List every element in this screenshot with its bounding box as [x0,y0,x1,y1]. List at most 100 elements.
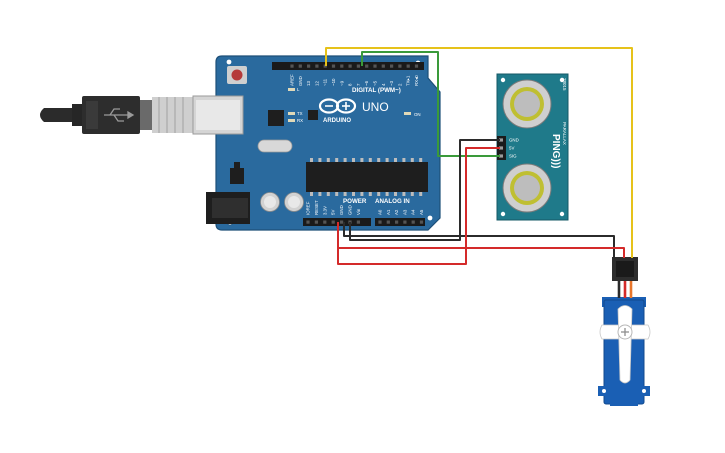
chip-leg [402,192,406,196]
header-pin[interactable] [340,64,344,68]
reset-button[interactable] [227,66,247,84]
header-pin[interactable] [314,220,318,224]
servo-horn [599,305,651,384]
plus-icon [621,328,629,336]
pin-label: GND [348,205,353,215]
sensor-pin[interactable] [499,154,503,158]
header-pin[interactable] [411,220,415,224]
chip-leg [385,158,389,162]
chip-leg [352,192,355,196]
atmega-chip [306,158,428,196]
header-pin[interactable] [395,220,399,224]
rx-led-label: RX [297,118,303,123]
sensor-pin-label: SIG [509,154,517,159]
pin-label: ~3 [389,80,394,86]
sensor-pin[interactable] [499,138,503,142]
arduino-logo: ARDUINO [318,98,357,124]
pin-label: A1 [386,209,391,215]
chip-leg [318,158,322,162]
servo-motor [598,257,651,406]
header-pin[interactable] [356,64,360,68]
header-pin[interactable] [290,64,294,68]
wires [325,47,633,265]
header-pin[interactable] [323,64,327,68]
model-label: UNO [362,100,389,114]
chip-leg [377,192,381,196]
sensor-pin[interactable] [499,146,503,150]
header-pin[interactable] [306,220,310,224]
chip-leg [318,192,322,196]
chip-leg [343,192,347,196]
chip-leg [310,158,313,162]
header-pin[interactable] [331,220,335,224]
pin-label: A0 [378,209,383,215]
chip-leg [310,192,313,196]
l-led-label: L [297,87,300,92]
chip-leg [360,158,364,162]
pin-label: 5V [331,210,336,215]
header-pin[interactable] [398,64,402,68]
wire-red-5v-servo [337,222,625,258]
header-pin[interactable] [373,64,377,68]
header-pin[interactable] [323,220,327,224]
transducer-bottom [502,163,552,213]
header-pin[interactable] [356,220,360,224]
header-pin[interactable] [406,64,410,68]
usb-icon [104,108,135,122]
wire-black-gnd-sensor [349,139,500,241]
pin-label: RX◂0 [414,75,419,86]
header-pin[interactable] [390,64,394,68]
pin-label: 4 [381,83,386,86]
header-pin[interactable] [298,64,302,68]
pin-label: A2 [394,209,399,215]
header-pin[interactable] [365,64,369,68]
header-pin[interactable] [348,64,352,68]
chip-leg [410,192,414,196]
pin-label: ~9 [339,80,344,86]
pin-label: ~10 [331,78,336,86]
pin-label: 2 [397,83,402,86]
capacitors [260,192,304,212]
pin-label: 3.3V [322,206,327,215]
header-pin[interactable] [307,64,311,68]
header-pin[interactable] [381,64,385,68]
chip-leg [394,192,397,196]
header-pin[interactable] [419,220,424,224]
header-pin[interactable] [378,220,382,224]
tx-led-label: TX [297,111,303,116]
pin-label: 13 [306,81,311,86]
header-pin[interactable] [414,64,419,68]
usb-chip [268,110,284,126]
pin-label: AREF [290,74,295,86]
header-pin[interactable] [331,64,336,68]
usb-cable [40,96,194,134]
pin-label: ~5 [373,80,378,86]
header-pin[interactable] [386,220,390,224]
digital-header-label: DIGITAL (PWM~) [352,87,401,94]
pin-label: RESET [314,200,319,215]
chip-leg [368,192,372,196]
transducer-top [502,79,552,129]
chip-leg [368,158,372,162]
pin-label: GND [298,76,303,86]
chip-leg [377,158,381,162]
chip-leg [410,158,414,162]
pin-label: ~11 [323,78,328,86]
sensor-vendor: PARALLAX [562,122,567,145]
sensor-model: 28015 [562,78,567,91]
chip-leg [419,158,423,162]
pin-label: Vin [356,208,361,215]
chip-leg [419,192,423,196]
header-pin[interactable] [403,220,407,224]
pin-label: 7 [356,83,361,86]
dc-power-jack [206,192,250,224]
chip-leg [335,192,339,196]
header-pin[interactable] [340,220,344,224]
pin-label: IOREF [306,201,311,215]
header-pin[interactable] [315,64,319,68]
chip-leg [352,158,355,162]
pin-label: 8 [348,83,353,86]
